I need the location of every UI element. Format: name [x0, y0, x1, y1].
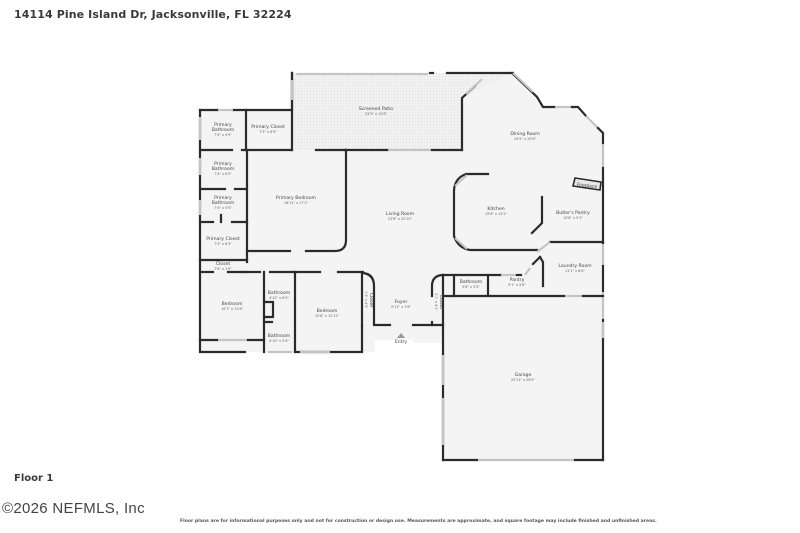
svg-text:Primary: Primary	[214, 195, 232, 201]
svg-text:Primary Bedroom: Primary Bedroom	[276, 195, 317, 201]
svg-text:10'8" x 9'2": 10'8" x 9'2"	[563, 216, 583, 220]
svg-text:7'4" x 6'3": 7'4" x 6'3"	[214, 242, 232, 246]
copyright-watermark: ©2026 NEFMLS, Inc	[2, 500, 145, 517]
floor-fill	[200, 73, 603, 460]
floor-label: Floor 1	[14, 473, 54, 484]
svg-text:Closet: Closet	[216, 261, 231, 267]
svg-text:Primary: Primary	[214, 122, 232, 128]
fireplace-box	[572, 177, 602, 191]
svg-text:Primary Closet: Primary Closet	[251, 124, 285, 130]
screened-patio-area	[292, 73, 512, 150]
svg-text:Living Room: Living Room	[386, 211, 415, 217]
svg-text:Entry: Entry	[395, 339, 408, 345]
svg-text:Bathroom: Bathroom	[268, 290, 291, 296]
svg-text:Bedroom: Bedroom	[222, 301, 243, 307]
svg-text:7'6" x 1'9": 7'6" x 1'9"	[214, 267, 232, 271]
svg-text:Bathroom: Bathroom	[268, 333, 291, 339]
svg-text:23'8" x 22'10": 23'8" x 22'10"	[388, 217, 413, 221]
svg-text:Kitchen: Kitchen	[487, 206, 504, 212]
svg-text:7'3" x 6'9": 7'3" x 6'9"	[259, 130, 277, 134]
svg-text:1'9" x 4'9": 1'9" x 4'9"	[364, 291, 368, 309]
svg-text:23'3" x 12'8": 23'3" x 12'8"	[365, 112, 388, 116]
svg-text:9'11" x 7'6": 9'11" x 7'6"	[391, 305, 411, 309]
svg-text:Garage: Garage	[515, 372, 532, 378]
room-name: Primary	[214, 122, 232, 128]
svg-text:11'1" x 8'6": 11'1" x 8'6"	[565, 269, 585, 273]
svg-text:Primary Closet: Primary Closet	[206, 236, 240, 242]
svg-text:20'11" x 28'5": 20'11" x 28'5"	[511, 378, 536, 382]
svg-text:Laundry Room: Laundry Room	[558, 263, 592, 269]
svg-text:Bathroom: Bathroom	[212, 127, 235, 133]
svg-text:2'1" x 4'1": 2'1" x 4'1"	[434, 293, 438, 311]
svg-text:Closet: Closet	[368, 293, 374, 308]
room-labels: Primary Bathroom 7'4" x 4'9" Primary Clo…	[206, 106, 597, 382]
svg-text:7'4" x 6'5": 7'4" x 6'5"	[214, 172, 232, 176]
svg-text:7'4" x 5'5": 7'4" x 5'5"	[214, 206, 232, 210]
svg-text:7'4" x 4'9": 7'4" x 4'9"	[214, 133, 232, 137]
entry-arrow-icon	[397, 333, 405, 338]
svg-text:Primary: Primary	[214, 161, 232, 167]
svg-text:9'1" x 5'8": 9'1" x 5'8"	[508, 283, 526, 287]
property-address: 14114 Pine Island Dr, Jacksonville, FL 3…	[14, 8, 292, 21]
svg-text:4'10" x 5'6": 4'10" x 5'6"	[269, 339, 289, 343]
svg-text:Butler's Pantry: Butler's Pantry	[556, 210, 590, 216]
svg-text:Bathroom: Bathroom	[212, 166, 235, 172]
svg-text:10'8" x 12'11": 10'8" x 12'11"	[315, 314, 340, 318]
svg-text:Bathroom: Bathroom	[460, 279, 483, 285]
svg-text:10'7" x 11'6": 10'7" x 11'6"	[221, 307, 244, 311]
svg-text:Bathroom: Bathroom	[212, 200, 235, 206]
svg-text:Foyer: Foyer	[395, 299, 408, 305]
svg-text:Bedroom: Bedroom	[317, 308, 338, 314]
svg-text:15'6" x 13'2": 15'6" x 13'2"	[485, 212, 508, 216]
walls	[198, 71, 605, 462]
svg-text:Closet: Closet	[438, 295, 444, 310]
disclaimer-text: Floor plans are for informational purpos…	[180, 519, 657, 524]
svg-text:24'5" x 20'6": 24'5" x 20'6"	[514, 137, 537, 141]
svg-text:4'10" x 6'0": 4'10" x 6'0"	[269, 296, 289, 300]
svg-text:Dining Room: Dining Room	[510, 131, 540, 137]
svg-text:Fireplace: Fireplace	[576, 182, 597, 190]
svg-text:Screened Patio: Screened Patio	[359, 106, 393, 112]
svg-text:Pantry: Pantry	[510, 277, 525, 283]
svg-text:5'8" x 3'3": 5'8" x 3'3"	[462, 285, 480, 289]
svg-text:16'11" x 17'1": 16'11" x 17'1"	[284, 201, 309, 205]
